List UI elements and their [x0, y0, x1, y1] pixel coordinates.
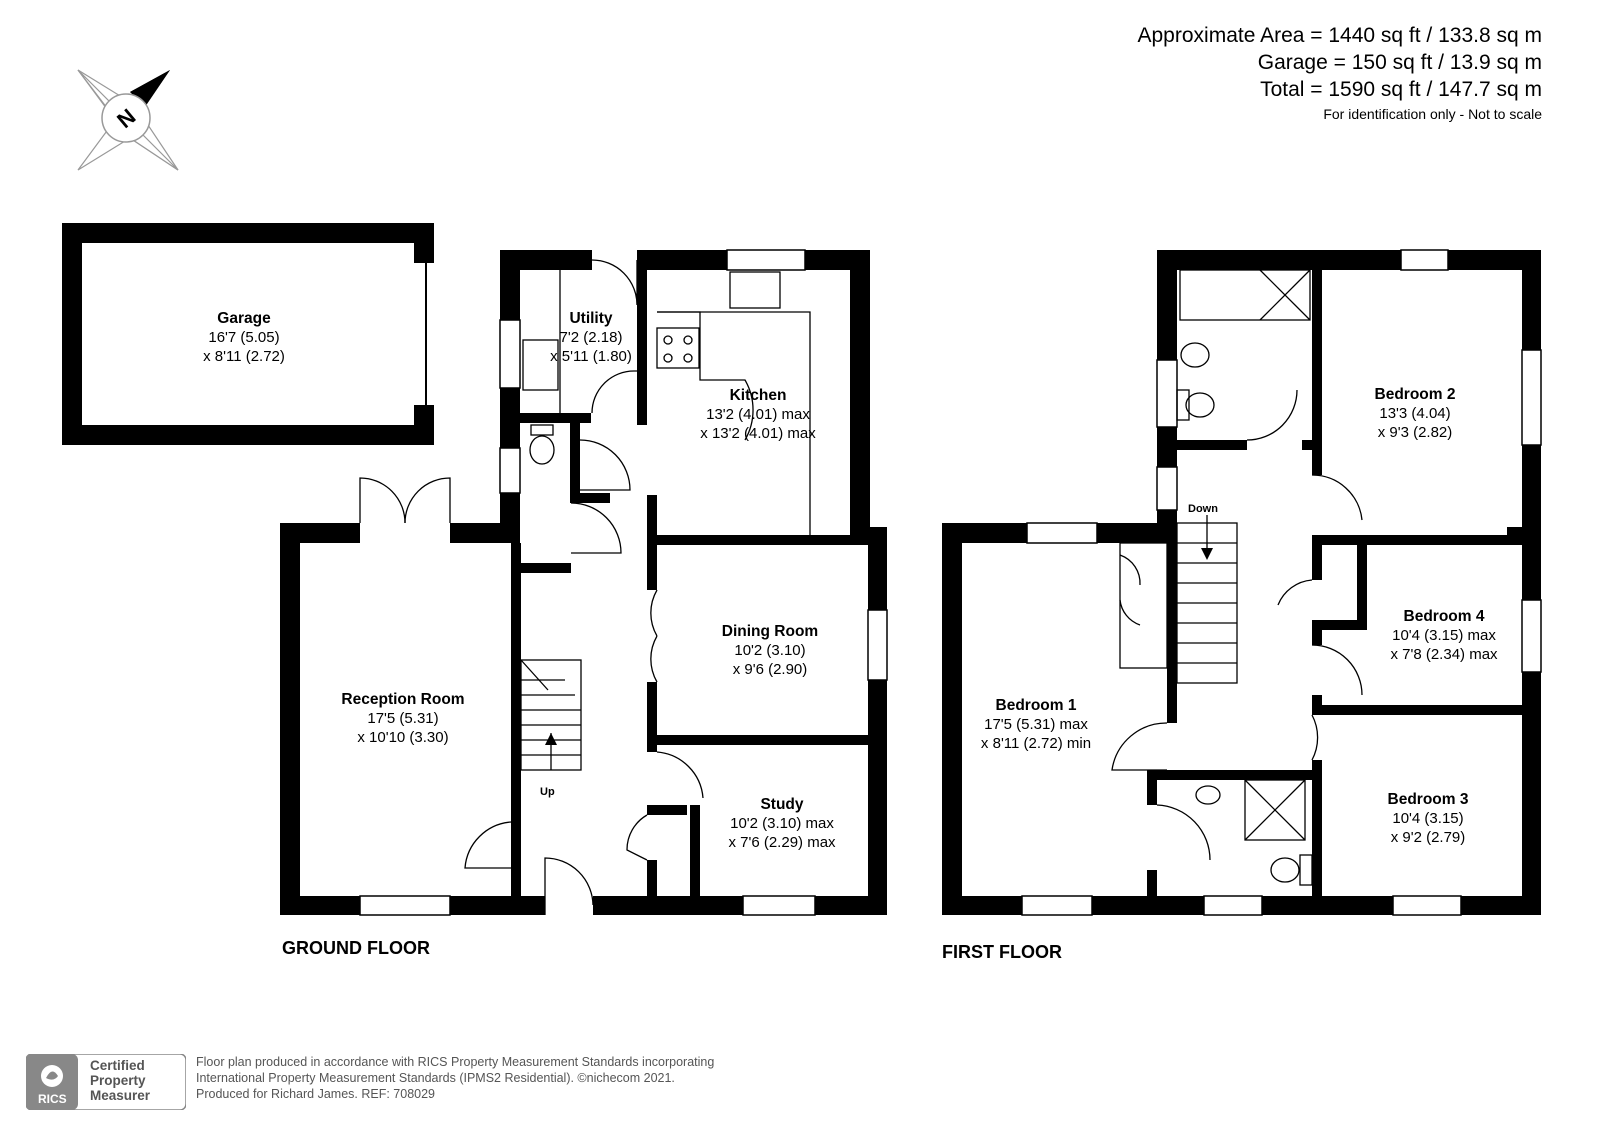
footer-disclaimer: Floor plan produced in accordance with R… — [196, 1054, 714, 1102]
study-name: Study — [760, 796, 804, 813]
reception-dim1: 17'5 (5.31) — [367, 710, 439, 727]
bedroom1-dim1: 17'5 (5.31) max — [984, 716, 1088, 733]
study-dim2: x 7'6 (2.29) max — [728, 834, 836, 851]
bedroom1-label: Bedroom 1 17'5 (5.31) max x 8'11 (2.72) … — [981, 696, 1091, 753]
bedroom3-label: Bedroom 3 10'4 (3.15) x 9'2 (2.79) — [1388, 790, 1469, 847]
rics-logo-icon — [26, 1054, 186, 1110]
kitchen-name: Kitchen — [729, 387, 787, 404]
study-label: Study 10'2 (3.10) max x 7'6 (2.29) max — [728, 795, 835, 852]
bedroom2-dim2: x 9'3 (2.82) — [1377, 424, 1453, 441]
bedroom3-dim2: x 9'2 (2.79) — [1390, 829, 1466, 846]
utility-label: Utility 7'2 (2.18) x 5'11 (1.80) — [550, 309, 632, 366]
reception-dim2: x 10'10 (3.30) — [357, 729, 449, 746]
bedroom3-name: Bedroom 3 — [1387, 791, 1469, 808]
footer-line3: Produced for Richard James. REF: 708029 — [196, 1087, 436, 1101]
area-summary: Approximate Area = 1440 sq ft / 133.8 sq… — [1138, 0, 1543, 125]
rics-badge: RICS Certified Property Measurer — [26, 1054, 186, 1110]
bedroom2-name: Bedroom 2 — [1374, 386, 1456, 403]
garage-area: Garage = 150 sq ft / 13.9 sq m — [1257, 51, 1542, 74]
garage-label: Garage 16'7 (5.05) x 8'11 (2.72) — [203, 309, 285, 366]
bedroom4-name: Bedroom 4 — [1403, 608, 1485, 625]
bedroom4-label: Bedroom 4 10'4 (3.15) max x 7'8 (2.34) m… — [1390, 607, 1497, 664]
scale-note: For identification only - Not to scale — [1323, 106, 1542, 122]
bedroom2-label: Bedroom 2 13'3 (4.04) x 9'3 (2.82) — [1375, 385, 1456, 442]
study-dim1: 10'2 (3.10) max — [730, 815, 834, 832]
badge-word-certified: Certified — [90, 1058, 145, 1073]
footer-line2: International Property Measurement Stand… — [196, 1071, 675, 1085]
utility-dim1: 7'2 (2.18) — [559, 329, 623, 346]
kitchen-label: Kitchen 13'2 (4.01) max x 13'2 (4.01) ma… — [700, 386, 815, 443]
reception-label: Reception Room 17'5 (5.31) x 10'10 (3.30… — [341, 690, 464, 747]
bedroom1-name: Bedroom 1 — [995, 697, 1077, 714]
bedroom1-dim2: x 8'11 (2.72) min — [980, 735, 1092, 752]
utility-dim2: x 5'11 (1.80) — [550, 348, 632, 365]
ground-floor-title: GROUND FLOOR — [282, 938, 430, 958]
first-floor-title: FIRST FLOOR — [942, 942, 1062, 962]
dining-label: Dining Room 10'2 (3.10) x 9'6 (2.90) — [722, 622, 818, 679]
dining-name: Dining Room — [721, 623, 819, 640]
stairs-down-label: Down — [1188, 503, 1218, 515]
approx-area: Approximate Area = 1440 sq ft / 133.8 sq… — [1137, 24, 1543, 47]
garage-name: Garage — [217, 310, 271, 327]
rics-logo-text: RICS — [38, 1092, 67, 1106]
bedroom4-dim1: 10'4 (3.15) max — [1392, 627, 1496, 644]
garage-dim1: 16'7 (5.05) — [208, 329, 280, 346]
dining-dim2: x 9'6 (2.90) — [732, 661, 808, 678]
compass-icon: N — [77, 69, 179, 171]
reception-name: Reception Room — [341, 691, 465, 708]
total-area: Total = 1590 sq ft / 147.7 sq m — [1260, 78, 1542, 101]
garage-dim2: x 8'11 (2.72) — [203, 348, 285, 365]
bedroom3-dim1: 10'4 (3.15) — [1392, 810, 1464, 827]
bedroom4-dim2: x 7'8 (2.34) max — [1390, 646, 1498, 663]
dining-dim1: 10'2 (3.10) — [734, 642, 806, 659]
badge-word-measurer: Measurer — [90, 1088, 151, 1103]
bedroom2-dim1: 13'3 (4.04) — [1379, 405, 1451, 422]
badge-word-property: Property — [90, 1073, 146, 1088]
stairs-up-label: Up — [540, 786, 555, 798]
utility-name: Utility — [569, 310, 613, 327]
footer-line1: Floor plan produced in accordance with R… — [196, 1055, 715, 1069]
kitchen-dim2: x 13'2 (4.01) max — [700, 425, 816, 442]
kitchen-dim1: 13'2 (4.01) max — [706, 406, 810, 423]
